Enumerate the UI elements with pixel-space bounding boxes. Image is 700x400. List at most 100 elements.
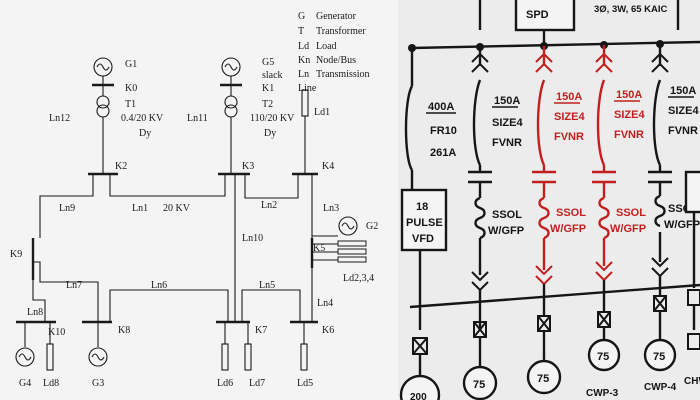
legend-code-kn: Kn (298, 55, 310, 66)
label-ld1: Ld1 (314, 107, 330, 118)
feeder-overload: SSOL (556, 207, 586, 219)
label-ld8: Ld8 (43, 378, 59, 389)
feeder-amps: 400A (428, 101, 454, 113)
feeder-protection: W/GFP (488, 225, 524, 237)
line-ln1 (109, 174, 226, 197)
motor-icon (399, 374, 441, 400)
overload-icon (474, 196, 486, 240)
feeder-model: 261A (430, 147, 456, 159)
motor-icon (462, 365, 498, 400)
label-ln8: Ln8 (27, 307, 43, 318)
label-t2-rating: 110/20 KV (250, 113, 295, 124)
label-ln7: Ln7 (66, 280, 82, 291)
feeder-type: FVNR (554, 131, 584, 143)
motor-icon (643, 338, 677, 372)
feeder-amps: 150A (494, 95, 520, 107)
label-g1: G1 (125, 59, 137, 70)
label-ln9: Ln9 (59, 203, 75, 214)
line-ln7 (33, 261, 99, 322)
feeder-fvnr-4: 150A SIZE4 FVNR SSOL W/GFP 75 CWP-4 (643, 44, 700, 393)
load-icon (221, 343, 229, 371)
line-ln2 (244, 174, 299, 199)
load-ld1: Ld1 (301, 89, 330, 174)
label-ld234: Ld2,3,4 (343, 273, 374, 284)
feeder-fvnr-3: 150A SIZE4 FVNR SSOL W/GFP 75 CWP-3 (586, 45, 646, 399)
feeder-size: SIZE4 (554, 111, 585, 123)
load-icon (300, 343, 308, 371)
generator-icon (338, 216, 358, 236)
switchgear-diagram: SPD 3Ø, 3W, 65 KAIC 400A FR10 261A 18 PU… (398, 0, 700, 400)
feeder-vfd: 400A FR10 261A 18 PULSE VFD 200 (399, 85, 457, 400)
motor-icon (587, 338, 621, 372)
feeder-amps: 150A (616, 89, 642, 101)
feeder-type: FVNR (614, 129, 644, 141)
label-k0: K0 (125, 83, 137, 94)
transformer-icon (96, 95, 110, 109)
load-icon (337, 248, 367, 255)
label-g4: G4 (19, 378, 31, 389)
label-k8: K8 (118, 325, 130, 336)
line-ln9 (39, 174, 94, 238)
feeder-size: SIZE4 (668, 105, 699, 117)
generator-icon (88, 347, 108, 367)
feeder-overload: SSOL (492, 209, 522, 221)
label-k2: K2 (115, 161, 127, 172)
feeder-protection: W/GFP (664, 219, 700, 231)
transformer-icon (96, 104, 110, 118)
disconnect-icon (687, 333, 700, 350)
legend-meaning-kn: Node/Bus (316, 55, 356, 66)
legend-meaning-line: Line (298, 83, 317, 94)
bus-rating: 3Ø, 3W, 65 KAIC (594, 4, 668, 15)
label-g3: G3 (92, 378, 104, 389)
label-ln1: Ln1 (132, 203, 148, 214)
feeder-type: FVNR (492, 137, 522, 149)
motor-hp: 75 (597, 351, 609, 363)
line-ln5 (241, 289, 301, 322)
label-k3: K3 (242, 161, 254, 172)
label-ln4: Ln4 (317, 298, 333, 309)
load-icon (337, 240, 367, 247)
label-t2: T2 (262, 99, 273, 110)
generator-icon (15, 347, 35, 367)
sine-icon (96, 63, 110, 71)
label-ln6: Ln6 (151, 280, 167, 291)
motor-tag: CWP-4 (644, 382, 677, 393)
feeder-amps: 150A (556, 91, 582, 103)
legend-code-t: T (298, 26, 304, 37)
label-g5-slack: slack (262, 70, 283, 81)
spd-label: SPD (526, 9, 549, 21)
one-line-diagram: G Generator T Transformer Ld Load Kn Nod… (10, 11, 379, 389)
feeder-amps: 150A (670, 85, 696, 97)
label-k10: K10 (48, 327, 65, 338)
motor-icon (526, 359, 562, 395)
g5-branch: G5 slack K1 T2 110/20 KV Dy Ln11 (187, 57, 295, 174)
vfd-line1: 18 (416, 201, 428, 213)
g1-branch: G1 K0 T1 0.4/20 KV Dy Ln12 (49, 57, 164, 174)
feeder-size: SIZE4 (614, 109, 645, 121)
label-t1: T1 (125, 99, 136, 110)
line-ln8 (32, 270, 46, 322)
load-icon (337, 256, 367, 263)
feeder-type: FVNR (668, 125, 698, 137)
feeder-fvnr-2: 150A SIZE4 FVNR SSOL W/GFP 75 (526, 46, 586, 395)
label-k1: K1 (262, 83, 274, 94)
load-group-ld234: Ld2,3,4 (312, 240, 374, 284)
label-ld5: Ld5 (297, 378, 313, 389)
label-ln2: Ln2 (261, 200, 277, 211)
overload-icon (598, 196, 610, 240)
breaker-arc (404, 85, 414, 171)
label-t1-rating: 0.4/20 KV (121, 113, 164, 124)
transformer-icon (224, 104, 238, 118)
label-ln10: Ln10 (242, 233, 263, 244)
motor-hp: 75 (473, 379, 485, 391)
load-icon (244, 343, 252, 371)
label-g2: G2 (366, 221, 378, 232)
label-ln11: Ln11 (187, 113, 208, 124)
overload-icon (538, 196, 550, 240)
overload-icon (654, 194, 666, 228)
motor-hp: 200 (410, 392, 427, 400)
label-t1-conn: Dy (139, 128, 151, 139)
vfd-line3: VFD (412, 233, 434, 245)
label-k6: K6 (322, 325, 334, 336)
label-ln1-voltage: 20 KV (163, 203, 191, 214)
